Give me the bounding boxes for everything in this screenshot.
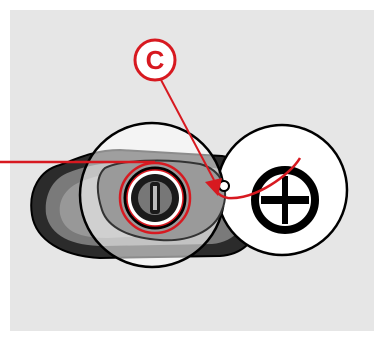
rotation-arrowhead xyxy=(205,178,222,196)
lock-inner-ring xyxy=(126,169,184,227)
screw-detail-circle xyxy=(215,123,349,257)
phillips-screw-icon xyxy=(251,166,319,234)
callout-letter: C xyxy=(146,45,165,75)
keyed-lock-icon xyxy=(123,166,187,230)
callout-leader-line xyxy=(159,77,215,181)
callout-c: C xyxy=(133,38,177,82)
